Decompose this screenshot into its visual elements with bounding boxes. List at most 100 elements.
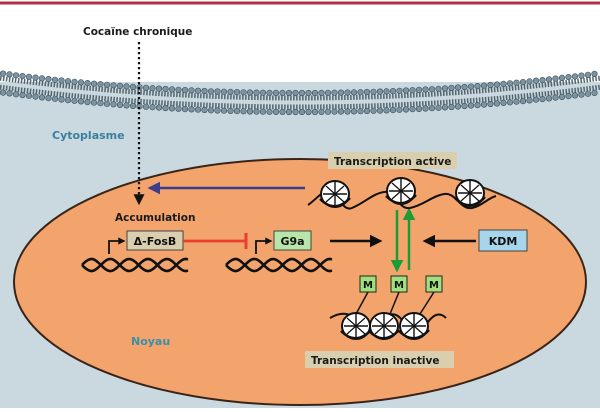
- lipid-head: [513, 98, 520, 105]
- lipid-head: [500, 99, 507, 106]
- lipid-head: [428, 105, 436, 112]
- lipid-head: [350, 89, 358, 96]
- lipid-head: [298, 108, 306, 116]
- lipid-head: [266, 89, 273, 96]
- lipid-head: [259, 89, 267, 96]
- lipid-head: [32, 74, 39, 81]
- lipid-head: [233, 88, 241, 96]
- nucleus-label: Noyau: [131, 335, 170, 348]
- transcription-inactive-label: Transcription inactive: [311, 355, 439, 367]
- lipid-head: [389, 87, 397, 95]
- lipid-head: [116, 101, 124, 108]
- promoter-arrow-icon: [108, 237, 126, 254]
- inactive-label-bg: [305, 351, 454, 368]
- lipid-head: [285, 108, 293, 116]
- lipid-head: [162, 85, 169, 93]
- lipid-head: [415, 86, 423, 93]
- lipid-head: [376, 107, 384, 114]
- lipid-head: [396, 87, 403, 94]
- lipid-head: [311, 89, 319, 97]
- lipid-head: [422, 105, 429, 112]
- active-label-bg: [328, 152, 457, 169]
- lipid-head: [25, 73, 33, 80]
- lipid-head: [240, 89, 247, 96]
- lipid-head: [506, 99, 514, 106]
- lipid-head: [12, 72, 20, 79]
- lipid-head: [461, 102, 468, 110]
- lipid-head: [552, 94, 559, 101]
- lipid-head: [129, 83, 137, 90]
- lipid-head: [363, 88, 371, 96]
- lipid-head: [181, 86, 189, 94]
- lipid-head: [194, 106, 202, 113]
- inactive-nucleosomes: [340, 312, 430, 340]
- g9a-label: G9a: [280, 235, 304, 248]
- lipid-head: [285, 89, 293, 97]
- lipid-head: [415, 105, 423, 112]
- lipid-head: [155, 104, 163, 111]
- lipid-head: [422, 86, 429, 93]
- lipid-head: [77, 79, 85, 86]
- lipid-head: [12, 91, 20, 98]
- lipid-head: [220, 88, 228, 95]
- lipid-head: [227, 107, 234, 114]
- lipid-head: [71, 78, 78, 85]
- lipid-head: [383, 107, 390, 114]
- dna-strand: [81, 257, 189, 273]
- dna-strand: [81, 257, 189, 273]
- lipid-head: [370, 88, 377, 95]
- lipid-head: [441, 104, 449, 111]
- lipid-head: [162, 104, 169, 112]
- kdm-label: KDM: [489, 235, 518, 248]
- lipid-head: [357, 89, 364, 96]
- lipid-head: [441, 85, 449, 92]
- lipid-head: [532, 77, 540, 84]
- lipid-head: [532, 96, 540, 103]
- lipid-head: [90, 80, 98, 87]
- lipid-head: [77, 98, 85, 105]
- lipid-head: [344, 108, 351, 115]
- lipid-head: [324, 89, 332, 96]
- lipid-head: [409, 106, 416, 113]
- methyl-mark-label: M: [363, 280, 373, 291]
- lipid-head: [454, 84, 462, 91]
- promoter-arrow-icon: [255, 237, 273, 254]
- lipid-head: [324, 108, 332, 115]
- methyl-mark-label: M: [394, 280, 404, 291]
- methyl-mark-box: [359, 275, 377, 293]
- lipid-head: [188, 87, 195, 94]
- lipid-head: [487, 100, 494, 108]
- lipid-head: [519, 97, 527, 105]
- lipid-head: [565, 92, 572, 100]
- lipid-head: [188, 106, 195, 113]
- lipid-head: [591, 70, 598, 77]
- lipid-head: [149, 85, 156, 92]
- lipid-head: [578, 72, 585, 79]
- lipid-head: [266, 108, 273, 115]
- lipid-head: [305, 108, 312, 116]
- lipid-head: [454, 103, 462, 110]
- lipid-head: [558, 74, 566, 81]
- lipid-head: [292, 108, 299, 116]
- lipid-head: [402, 106, 410, 113]
- g9a-gene: G9a: [255, 230, 312, 254]
- lipid-head: [45, 75, 52, 83]
- lipid-head: [110, 101, 117, 108]
- lipid-head: [350, 108, 358, 115]
- kdm-box: [478, 229, 528, 252]
- lipid-head: [25, 92, 33, 99]
- lipid-head: [207, 107, 215, 114]
- lipid-head: [584, 90, 592, 97]
- methyl-stem: [389, 291, 400, 315]
- lipid-head: [6, 90, 13, 97]
- lipid-head: [519, 78, 527, 86]
- accumulation-label: Accumulation: [115, 212, 195, 224]
- lipid-head: [90, 99, 98, 106]
- lipid-head: [493, 81, 501, 88]
- lipid-head: [103, 81, 111, 88]
- lipid-head: [311, 108, 319, 116]
- lipid-head: [584, 71, 592, 78]
- nucleus: [13, 158, 587, 406]
- lipid-head: [272, 89, 280, 96]
- lipid-head: [227, 88, 234, 95]
